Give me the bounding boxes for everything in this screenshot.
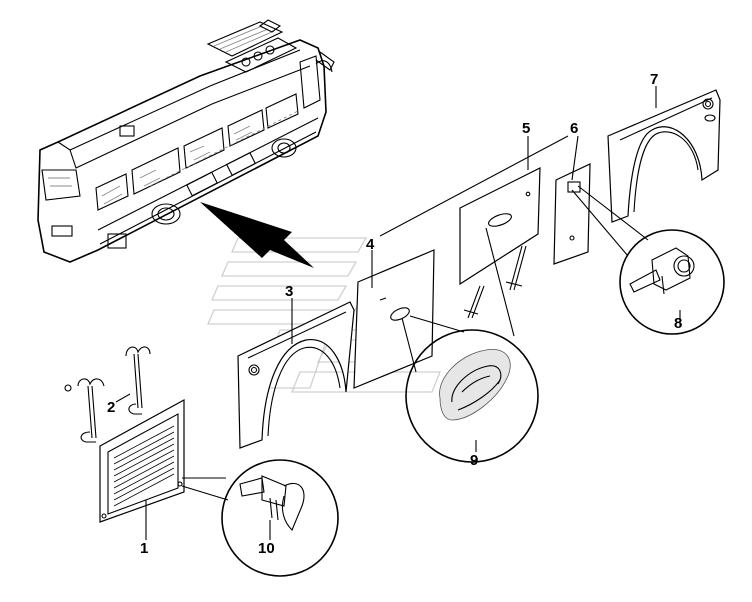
callout-7: 7 [650,71,658,88]
callout-10: 10 [258,540,275,557]
callout-2: 2 [107,399,115,416]
handle-icon [405,329,539,463]
wheel-arch-panel-front-icon [237,301,355,449]
key-lock-icon [619,229,725,335]
leader-lines [115,86,681,540]
latch-icon [221,459,339,577]
callout-5: 5 [522,120,530,137]
callout-3: 3 [285,283,293,300]
callout-8: 8 [674,315,682,332]
callout-6: 6 [570,120,578,137]
callout-1: 1 [140,540,148,557]
grille-panel-icon [99,398,185,523]
pointer-arrow [200,202,314,268]
hinge-rod-icon [64,346,151,443]
callout-9: 9 [470,452,478,469]
wheel-arch-panel-rear-icon [607,89,721,223]
callout-4: 4 [366,236,375,253]
side-panel-icon [353,249,435,389]
bus-illustration [37,19,335,263]
side-panel-upper-icon [459,167,541,319]
